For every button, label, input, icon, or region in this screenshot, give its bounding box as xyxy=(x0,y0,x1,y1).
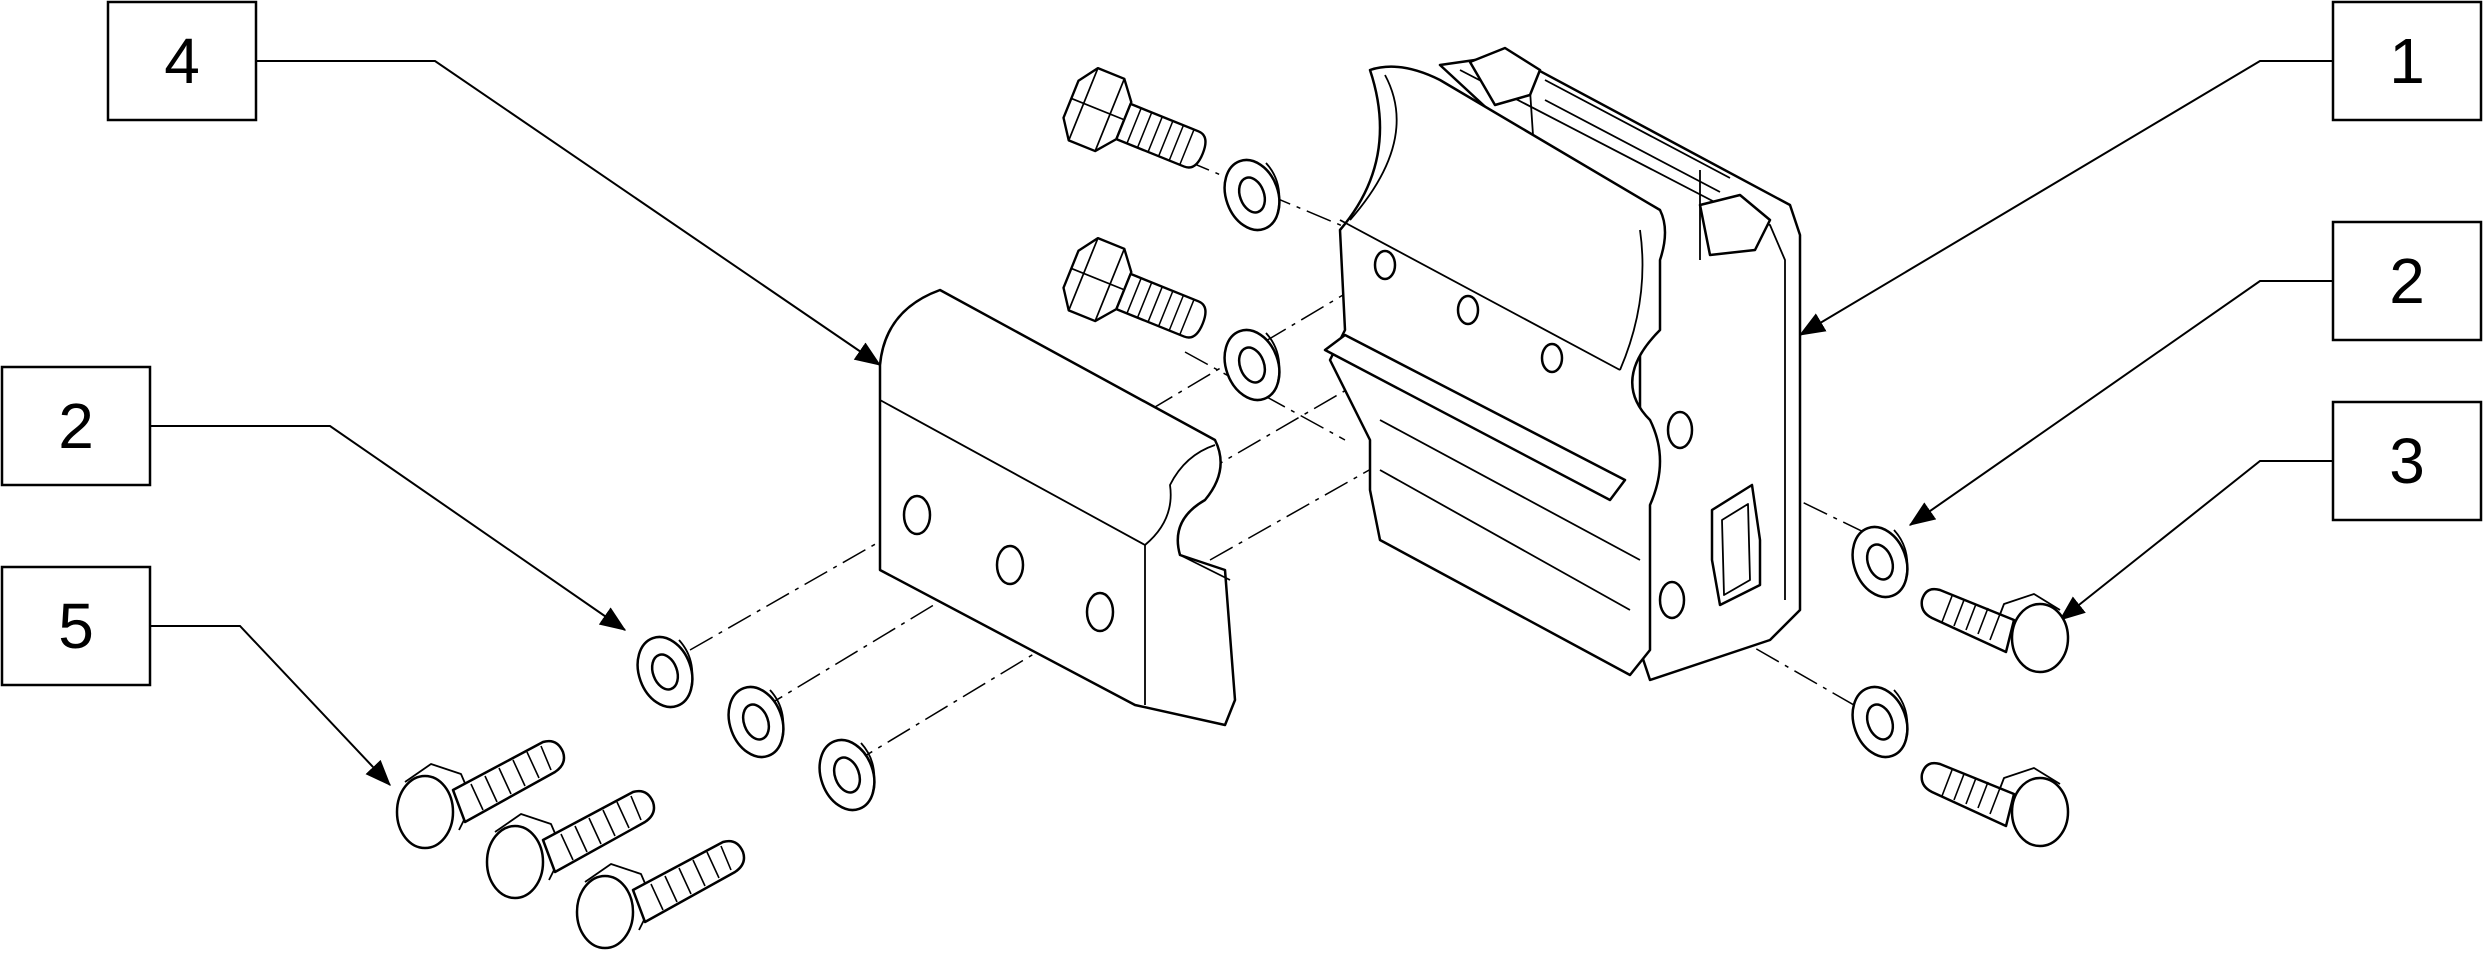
callout-5: 5 xyxy=(0,565,152,687)
bracket-housing xyxy=(1323,46,1802,682)
leader-lines xyxy=(150,60,2333,786)
leader-callout-2-left xyxy=(150,425,627,631)
bolt-left xyxy=(395,739,566,850)
leader-callout-4 xyxy=(256,60,882,366)
bolt-left-3 xyxy=(575,839,746,950)
callout-3-label: 3 xyxy=(2389,425,2425,497)
callout-2-left: 2 xyxy=(0,365,152,487)
callout-3: 3 xyxy=(2331,400,2483,522)
bolt-right-2 xyxy=(1920,761,2070,848)
upper-washer-2 xyxy=(1214,321,1290,409)
washer-left xyxy=(627,628,703,716)
callout-5-label: 5 xyxy=(58,590,94,662)
washer-right-2 xyxy=(1842,678,1918,766)
leader-callout-2-right xyxy=(1908,280,2333,526)
callout-1: 1 xyxy=(2331,0,2483,122)
upper-bolt-1 xyxy=(1055,61,1219,190)
bolt-right xyxy=(1920,587,2070,674)
washer-right xyxy=(1842,518,1918,606)
callout-4: 4 xyxy=(106,0,258,122)
callout-2-right: 2 xyxy=(2331,220,2483,342)
clamp-plate xyxy=(878,288,1237,727)
leader-callout-1 xyxy=(1798,60,2333,336)
bolt-left-2 xyxy=(485,789,656,900)
leader-callout-5 xyxy=(150,625,391,786)
callout-2-left-label: 2 xyxy=(58,390,94,462)
leader-callout-3 xyxy=(2058,460,2333,621)
upper-bolt-2 xyxy=(1055,231,1219,360)
callout-2-right-label: 2 xyxy=(2389,245,2425,317)
washer-left-3 xyxy=(809,731,885,819)
washer-left-2 xyxy=(718,678,794,766)
upper-washer-1 xyxy=(1214,151,1290,239)
callout-1-label: 1 xyxy=(2389,25,2425,97)
callout-4-label: 4 xyxy=(164,25,200,97)
